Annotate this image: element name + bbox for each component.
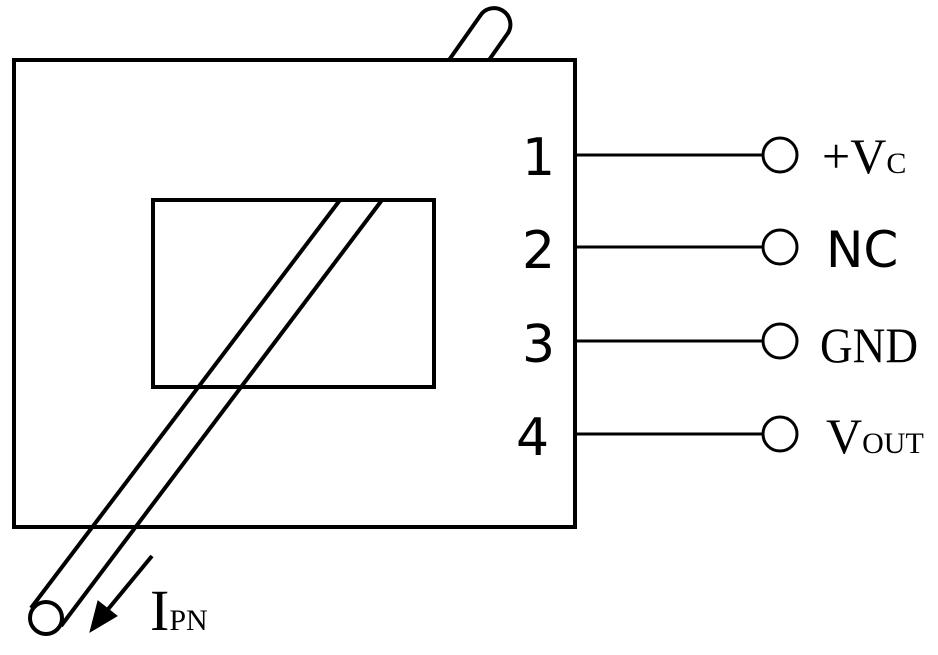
core-window — [151, 198, 436, 389]
pin-number: 1 — [522, 128, 555, 188]
pin-label: GND — [820, 317, 918, 373]
terminal-circle-icon — [761, 415, 799, 453]
current-label-main: I — [150, 578, 169, 643]
conductor-bar — [29, 198, 384, 628]
pin-number: 2 — [522, 221, 555, 281]
current-label-sub: PN — [169, 604, 207, 637]
pin-label: VOUT — [826, 408, 924, 464]
terminal-circle-icon — [761, 322, 799, 360]
pin-label: NC — [826, 221, 898, 279]
pin-1: 1 +VC — [522, 128, 906, 188]
pin-number: 4 — [516, 408, 549, 468]
terminal-circle-icon — [761, 136, 799, 174]
pin-number: 3 — [522, 315, 555, 375]
pin-label: +VC — [822, 128, 906, 184]
sensor-body — [12, 58, 577, 529]
pin-3: 3 GND — [522, 315, 918, 375]
terminal-circle-icon — [761, 228, 799, 266]
pin-2: 2 NC — [522, 221, 898, 281]
conductor-end-circle — [28, 600, 64, 636]
current-label: IPN — [150, 578, 208, 643]
conductor-top-stub — [447, 6, 513, 62]
pin-4: 4 VOUT — [516, 408, 924, 468]
current-arrow-icon — [89, 554, 154, 634]
